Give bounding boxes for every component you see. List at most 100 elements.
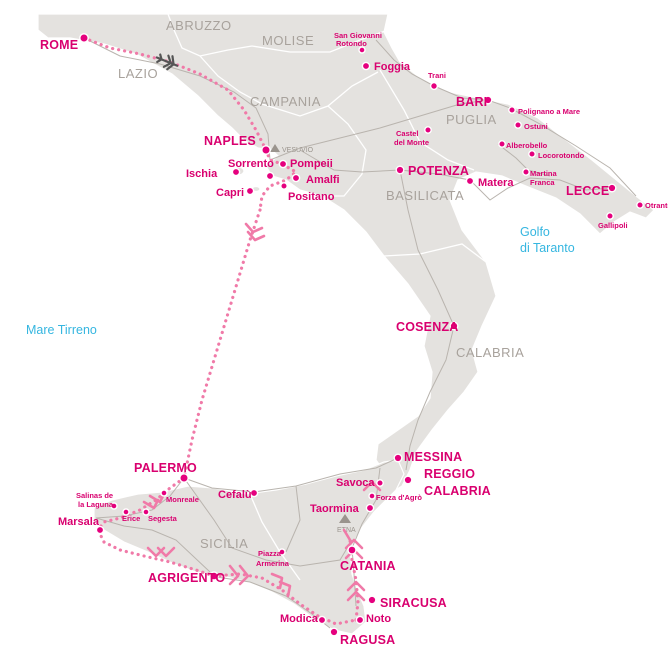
city-label-lecce: LECCE — [566, 184, 609, 198]
city-dot-lecce[interactable] — [607, 183, 617, 193]
region-calabria: CALABRIA — [456, 345, 524, 360]
city-dot-polignano[interactable] — [508, 106, 516, 114]
region-molise: MOLISE — [262, 33, 314, 48]
region-puglia: PUGLIA — [446, 112, 497, 127]
volcano-icon — [339, 514, 351, 523]
city-label-san-giovanni-1: San Giovanni — [334, 31, 382, 40]
city-label-forza: Forza d'Agrò — [376, 493, 422, 502]
city-label-otranto: Otranto — [645, 201, 668, 210]
city-dot-erice[interactable] — [122, 508, 130, 516]
city-label-matera: Matera — [478, 177, 514, 189]
city-dot-savoca[interactable] — [376, 479, 384, 487]
city-dot-siracusa[interactable] — [367, 595, 377, 605]
city-dot-matera[interactable] — [465, 176, 475, 186]
city-label-noto: Noto — [366, 613, 391, 625]
sea-label-taranto-1: Golfo — [520, 225, 550, 239]
city-label-bari: BARI — [456, 95, 487, 109]
city-label-capri: Capri — [216, 187, 244, 199]
route-direction-chevron-icon — [228, 564, 250, 586]
city-dot-capri[interactable] — [245, 186, 255, 196]
city-label-castel-2: del Monte — [394, 138, 429, 147]
city-dot-reggio[interactable] — [403, 475, 413, 485]
city-dot-ostuni[interactable] — [514, 121, 522, 129]
city-label-modica: Modica — [280, 613, 319, 625]
city-dot-positano[interactable] — [280, 182, 288, 190]
city-label-castel-1: Castel — [396, 129, 419, 138]
route-rome-naples — [82, 36, 268, 152]
border-lazio-campania — [199, 55, 379, 117]
route-direction-chevron-icon — [142, 492, 166, 510]
city-dot-piazza[interactable] — [278, 548, 286, 556]
city-dot-cosenza[interactable] — [449, 321, 459, 331]
route-direction-chevron-icon — [146, 546, 176, 558]
city-dot-foggia[interactable] — [361, 61, 371, 71]
city-label-savoca: Savoca — [336, 477, 375, 489]
city-dot-modica[interactable] — [317, 615, 327, 625]
volcano-label-etna: ETNA — [337, 527, 356, 534]
city-label-catania: CATANIA — [340, 559, 396, 573]
city-label-gallipoli: Gallipoli — [598, 221, 628, 230]
city-label-ischia: Ischia — [186, 168, 218, 180]
city-dot-alberobello[interactable] — [498, 140, 506, 148]
city-dot-ischia[interactable] — [231, 167, 241, 177]
route-etna-segment — [342, 528, 352, 542]
border-campania-basilicata — [322, 105, 367, 197]
city-dot-trani[interactable] — [429, 81, 439, 91]
city-dot-rome[interactable] — [79, 33, 89, 43]
city-dot-agrigento[interactable] — [209, 571, 219, 581]
city-label-palermo: PALERMO — [134, 461, 197, 475]
city-dot-forza[interactable] — [368, 492, 376, 500]
city-label-pompeii: Pompeii — [290, 158, 333, 170]
city-dot-monreale[interactable] — [160, 489, 168, 497]
city-label-erice: Erice — [122, 514, 140, 523]
city-dot-palermo[interactable] — [179, 473, 189, 483]
route-direction-chevron-icon — [346, 580, 366, 602]
city-dot-segesta[interactable] — [142, 508, 150, 516]
city-dot-locorotondo[interactable] — [528, 150, 536, 158]
city-dot-cefalu[interactable] — [249, 488, 259, 498]
region-borders — [167, 13, 487, 581]
city-dot-gallipoli[interactable] — [606, 212, 614, 220]
city-dot-sorrento[interactable] — [265, 171, 275, 181]
region-sicilia: SICILIA — [200, 536, 248, 551]
city-labels: ROME NAPLES Ischia Sorrento Pompeii Capr… — [40, 31, 668, 647]
city-dot-messina[interactable] — [393, 453, 403, 463]
city-dot-bari[interactable] — [483, 95, 493, 105]
city-dot-potenza[interactable] — [395, 165, 405, 175]
city-dot-otranto[interactable] — [636, 201, 644, 209]
region-campania: CAMPANIA — [250, 94, 321, 109]
route-naples-amalfi — [258, 148, 299, 212]
city-dot-marsala[interactable] — [95, 525, 105, 535]
city-dot-amalfi[interactable] — [291, 173, 301, 183]
city-label-martina-1: Martina — [530, 169, 558, 178]
city-dot-martina[interactable] — [522, 168, 530, 176]
city-dot-san-giovanni[interactable] — [358, 46, 366, 54]
city-dot-taormina[interactable] — [365, 503, 375, 513]
city-markers — [79, 33, 644, 637]
city-dot-catania[interactable] — [347, 545, 357, 555]
city-label-positano: Positano — [288, 191, 335, 203]
city-dot-salinas[interactable] — [110, 502, 118, 510]
region-labels: ABRUZZO MOLISE LAZIO CAMPANIA PUGLIA BAS… — [118, 18, 524, 551]
route-sicily-south — [212, 572, 358, 626]
city-dot-castel[interactable] — [424, 126, 432, 134]
city-dot-naples[interactable] — [261, 145, 271, 155]
airplane-icon — [155, 53, 179, 71]
border-basilicata-calabria — [383, 243, 487, 263]
city-dot-pompeii[interactable] — [278, 159, 288, 169]
volcano-label-vesuvio: VESUVIO — [282, 147, 314, 154]
city-dot-noto[interactable] — [355, 615, 365, 625]
city-label-sorrento: Sorrento — [228, 158, 274, 170]
city-label-reggio-2: CALABRIA — [424, 484, 491, 498]
sea-labels: Mare Tirreno Golfo di Taranto — [26, 225, 575, 337]
city-label-ragusa: RAGUSA — [340, 633, 395, 647]
city-label-salinas-1: Salinas de — [76, 491, 113, 500]
region-abruzzo: ABRUZZO — [166, 18, 232, 33]
city-label-ostuni: Ostuni — [524, 122, 548, 131]
city-label-agrigento: AGRIGENTO — [148, 571, 225, 585]
city-dot-ragusa[interactable] — [329, 627, 339, 637]
route-direction-chevron-icon — [244, 222, 266, 242]
city-label-foggia: Foggia — [374, 61, 411, 73]
